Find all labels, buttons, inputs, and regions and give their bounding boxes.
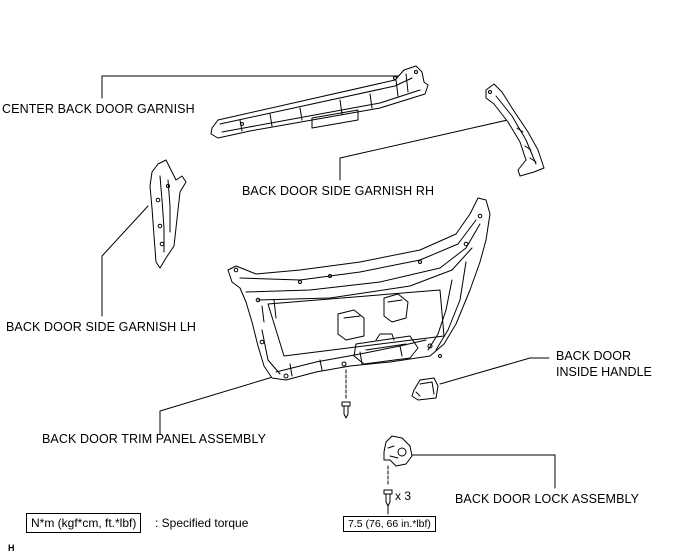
label-inside-handle-line2: INSIDE HANDLE bbox=[556, 365, 652, 379]
label-back-door-lock-assembly: BACK DOOR LOCK ASSEMBLY bbox=[455, 492, 640, 506]
label-center-back-door-garnish: CENTER BACK DOOR GARNISH bbox=[2, 102, 195, 116]
label-back-door-trim-panel-assembly: BACK DOOR TRIM PANEL ASSEMBLY bbox=[42, 432, 267, 446]
back-door-side-garnish-rh bbox=[485, 83, 545, 177]
legend-description: : Specified torque bbox=[155, 516, 249, 530]
label-inside-handle-line1: BACK DOOR bbox=[556, 349, 632, 363]
fastener-quantity: x 3 bbox=[395, 489, 412, 503]
legend-unit-box: N*m (kgf*cm, ft.*lbf) bbox=[26, 513, 142, 533]
figure-code: H bbox=[8, 543, 15, 553]
back-door-lock-assembly bbox=[383, 435, 413, 487]
torque-spec-box: 7.5 (76, 66 in.*lbf) bbox=[343, 516, 436, 532]
label-back-door-side-garnish-rh: BACK DOOR SIDE GARNISH RH bbox=[242, 184, 435, 198]
lock-assembly-bolt bbox=[383, 489, 393, 515]
back-door-inside-handle bbox=[411, 377, 439, 401]
back-door-trim-panel bbox=[227, 197, 491, 381]
back-door-side-garnish-lh bbox=[149, 159, 187, 269]
center-back-door-garnish bbox=[210, 65, 429, 139]
leader-lines bbox=[101, 75, 556, 489]
label-back-door-side-garnish-lh: BACK DOOR SIDE GARNISH LH bbox=[6, 320, 197, 334]
trim-panel-screw bbox=[341, 369, 351, 419]
